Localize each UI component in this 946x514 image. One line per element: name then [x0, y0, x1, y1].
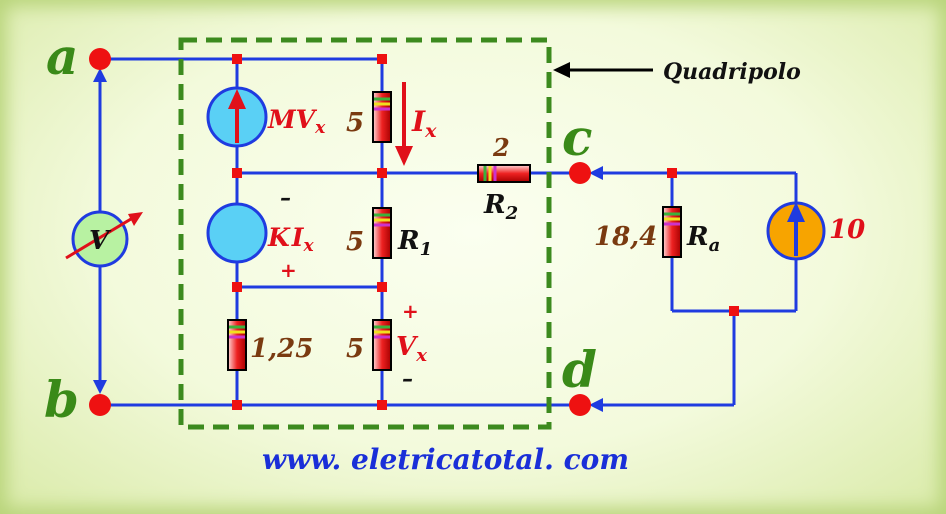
dependent-voltage-source	[206, 86, 268, 148]
terminal-b-node	[89, 394, 111, 416]
independent-source-value: 10	[829, 215, 865, 245]
resistor-ra-value: 18,4	[594, 222, 657, 252]
resistor-r2-value: 2	[492, 133, 510, 162]
quadripole-label: Quadripolo	[663, 59, 801, 85]
terminal-a-label: a	[46, 27, 78, 86]
dep-current-minus-sign: –	[280, 185, 291, 211]
terminal-d-label: d	[562, 340, 597, 399]
resistor-r1-name: R1	[397, 226, 432, 260]
voltage-vx-label: Vx	[396, 332, 427, 366]
junction-nodes	[232, 54, 739, 410]
quadripole-boundary	[178, 37, 552, 430]
vx-minus-sign: –	[402, 366, 413, 392]
resistor-middle-value: 5	[346, 227, 364, 257]
dependent-voltage-label: MVx	[267, 105, 326, 138]
current-ix-arrow	[395, 82, 413, 166]
current-ix-label: Ix	[411, 105, 437, 142]
dependent-current-label: KIx	[267, 223, 314, 256]
terminal-d-node	[569, 394, 591, 416]
independent-current-source	[766, 201, 826, 261]
resistor-bottom-left-value: 1,25	[250, 334, 313, 364]
terminal-a-node	[89, 48, 111, 70]
terminal-b-label: b	[44, 370, 79, 429]
website-url: www. eletricatotal. com	[262, 443, 629, 476]
terminal-c-label: c	[562, 108, 592, 167]
voltmeter-icon	[65, 210, 143, 268]
resistor-bands	[229, 97, 680, 339]
resistor-ra-name: Ra	[686, 222, 720, 256]
dependent-current-source	[206, 202, 268, 264]
terminal-c-node	[569, 162, 591, 184]
resistor-top-middle-value: 5	[346, 108, 364, 138]
terminal-nodes	[89, 48, 591, 416]
dep-current-plus-sign: +	[280, 258, 297, 282]
resistor-r2-name: R2	[483, 190, 518, 224]
quadripole-pointer-arrow	[553, 62, 653, 78]
voltmeter-label: V	[89, 226, 112, 256]
resistor-bottom-middle-value: 5	[346, 334, 364, 364]
wire-arrows	[93, 68, 603, 412]
vx-plus-sign: +	[402, 299, 419, 323]
